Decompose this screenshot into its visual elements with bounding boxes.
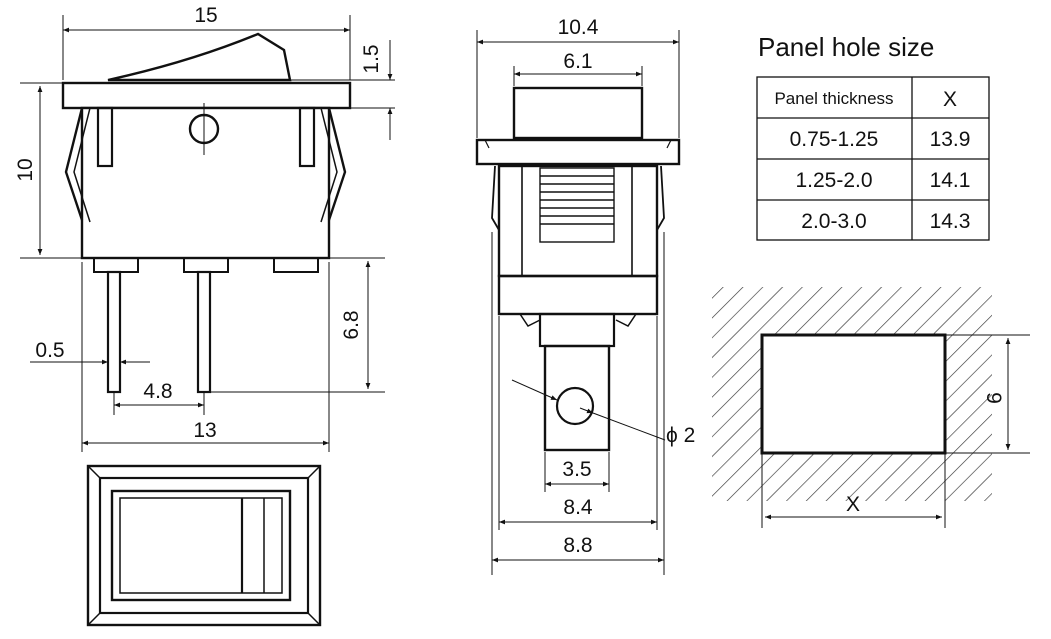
dim-label-height: 10 [14, 158, 37, 181]
rocker-actuator [107, 32, 292, 82]
dim-label-base-width: 13 [193, 419, 216, 442]
side-top-plate [61, 81, 352, 110]
dim-label-top: 1.5 [360, 44, 383, 73]
dim-label-hole-height: 9 [982, 392, 1005, 404]
table-cell: 2.0-3.0 [801, 210, 866, 233]
side-clip-pad-right [298, 106, 316, 168]
panel-hole-title: Panel hole size [758, 32, 934, 62]
top-view [86, 464, 322, 627]
panel-cutout [712, 287, 1030, 528]
table-header-x: X [943, 88, 957, 111]
side-pin-1 [106, 270, 122, 394]
dim-label-hole: ϕ 2 [666, 424, 695, 447]
dim-label-pin-thickness: 0.5 [35, 339, 64, 362]
dim-label-flange-width: 10.4 [558, 16, 599, 39]
dim-label-pin-length: 6.8 [340, 310, 363, 339]
table-cell: 14.1 [930, 169, 971, 192]
table-cell: 14.3 [930, 210, 971, 233]
panel-hole [760, 333, 947, 455]
dim-label-terminal-width: 3.5 [562, 458, 591, 481]
side-pin-2 [196, 270, 212, 394]
front-flange [475, 138, 681, 166]
panel-hole-table [756, 76, 990, 241]
dim-label-pin-spacing: 4.8 [143, 380, 172, 403]
table-cell: 13.9 [930, 128, 971, 151]
table-header-thickness: Panel thickness [774, 89, 893, 108]
side-clip-pad-left [96, 106, 114, 168]
dim-label-hole-width: X [846, 493, 860, 516]
dim-label-body-width: 8.4 [563, 496, 593, 519]
dim-label-width: 15 [194, 4, 217, 27]
front-terminal [538, 312, 616, 348]
table-cell: 0.75-1.25 [790, 128, 879, 151]
dim-label-top-width: 6.1 [563, 50, 592, 73]
front-actuator [512, 86, 644, 140]
front-terminal-hole [555, 386, 595, 426]
side-view [20, 15, 395, 452]
front-base [497, 274, 659, 316]
front-view [475, 30, 681, 575]
side-clip-right [327, 107, 347, 221]
side-body [80, 106, 331, 260]
side-clip-left [64, 107, 84, 221]
dim-label-clip-width: 8.8 [563, 534, 592, 557]
table-cell: 1.25-2.0 [795, 169, 872, 192]
